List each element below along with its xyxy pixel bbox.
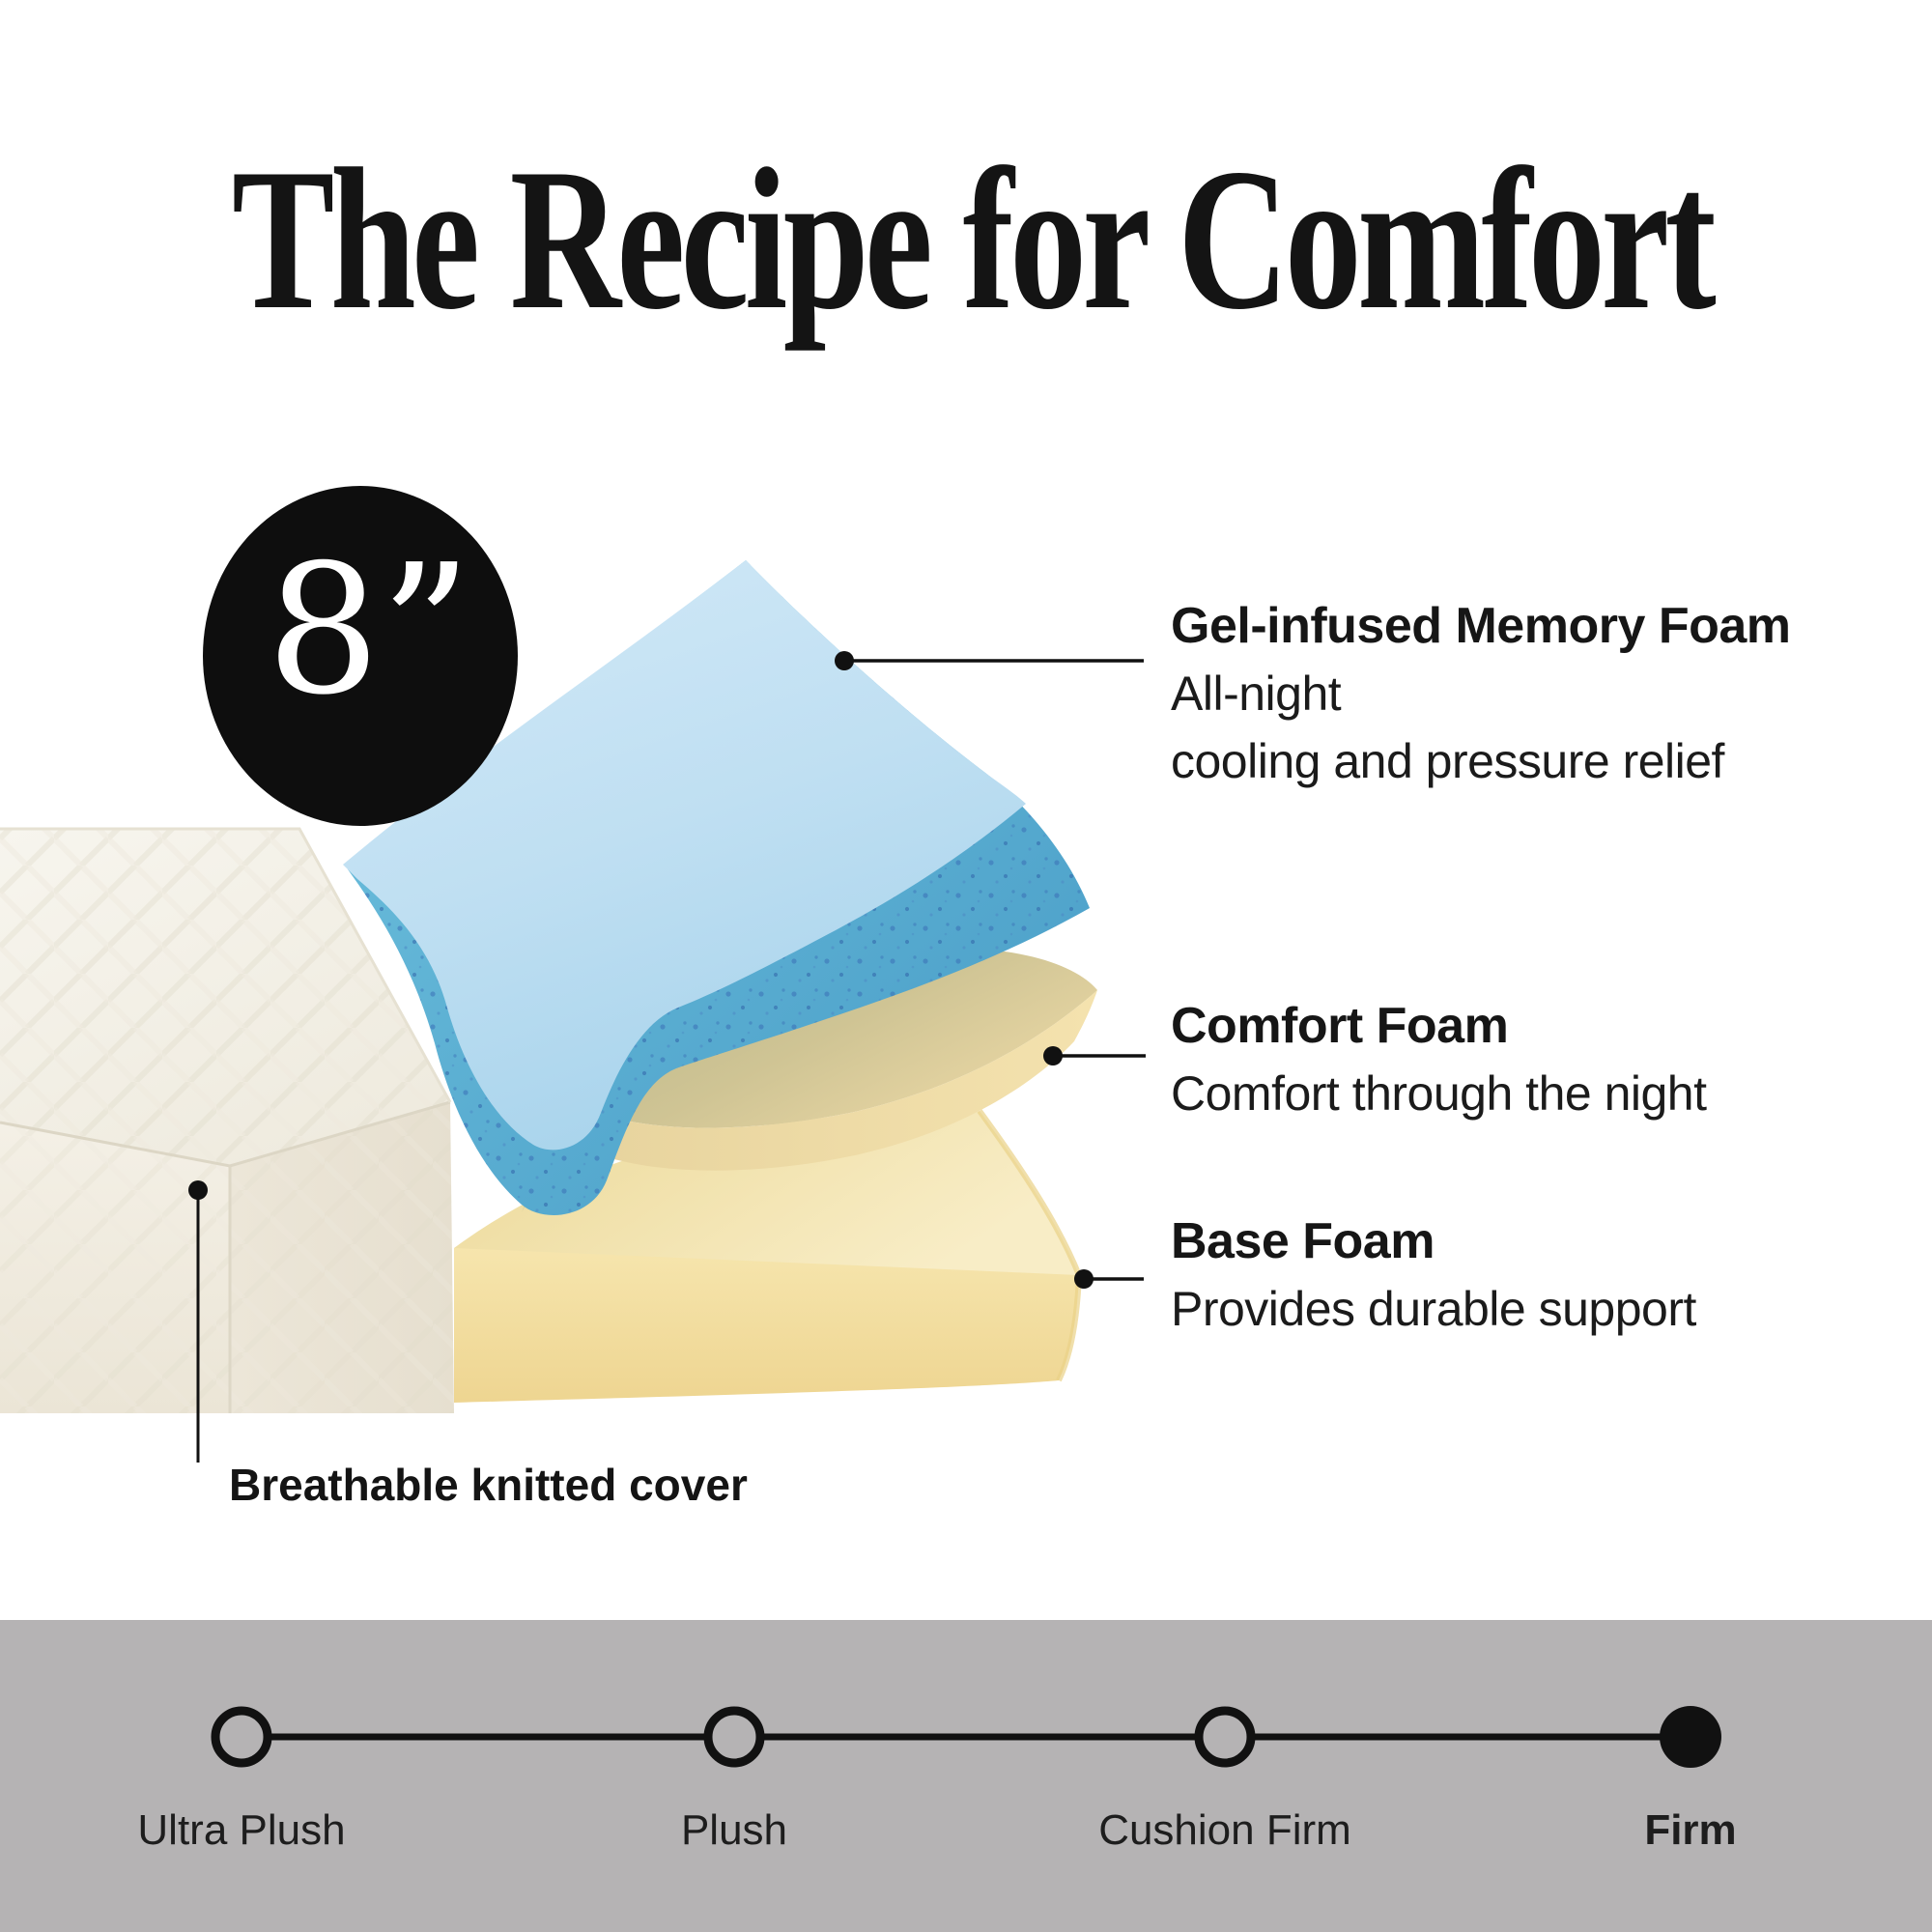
firmness-label-ultra-plush[interactable]: Ultra Plush [137,1806,346,1854]
comfort-foam-description: Comfort through the night [1171,1066,1707,1121]
gel-foam-top-surface [343,560,1026,1151]
comfort-leader-dot [1043,1046,1063,1065]
comfort-foam-title: Comfort Foam [1171,998,1509,1054]
base-foam-description: Provides durable support [1171,1282,1696,1336]
base-foam-top-face [454,1111,1079,1275]
mattress-top-edge-line [0,827,452,1103]
leader-lines [196,659,1146,1463]
gel-foam-title: Gel-infused Memory Foam [1171,598,1791,654]
base-leader-dot [1074,1269,1094,1289]
firmness-scale-background [0,1620,1932,1932]
annotation-gel-foam: Gel-infused Memory Foam All-night coolin… [1171,592,1791,795]
gel-foam-layer [343,560,1090,1215]
gel-foam-description-line1: All-night [1171,667,1342,721]
base-foam-edge-highlight [977,1109,1083,1382]
base-foam-front-face [454,1248,1079,1403]
firmness-label-plush[interactable]: Plush [680,1806,788,1854]
leader-dots [188,651,1094,1289]
gel-leader-dot [835,651,854,670]
base-foam-layer [454,1109,1083,1403]
page-title: The Recipe for Comfort [232,128,1717,352]
firmness-option-dot-plush[interactable] [703,1706,765,1768]
gel-foam-description-line2: cooling and pressure relief [1171,734,1724,788]
firmness-option-dot-ultra-plush[interactable] [211,1706,272,1768]
knitted-cover-mattress [0,827,454,1413]
firmness-option-dot-firm-selected[interactable] [1660,1706,1721,1768]
thickness-badge-value: 8” [266,526,472,734]
comfort-foam-top-surface [522,949,1097,1212]
comfort-foam-side-edge [529,990,1097,1208]
annotation-base-foam: Base Foam Provides durable support [1171,1208,1696,1343]
firmness-option-dot-cushion-firm[interactable] [1194,1706,1256,1768]
thickness-badge-circle [203,486,518,826]
mattress-front-left-texture [0,1122,230,1413]
firmness-label-firm[interactable]: Firm [1644,1806,1737,1854]
mattress-front-right-texture [230,1102,454,1413]
annotation-knitted-cover: Breathable knitted cover [229,1460,748,1510]
annotation-comfort-foam: Comfort Foam Comfort through the night [1171,992,1707,1127]
base-foam-title: Base Foam [1171,1213,1435,1269]
firmness-label-cushion-firm[interactable]: Cushion Firm [1098,1806,1351,1854]
cover-leader-dot [188,1180,208,1200]
comfort-foam-layer [522,949,1097,1212]
mattress-top-face-texture [0,829,450,1166]
firmness-scale [0,1620,1932,1932]
